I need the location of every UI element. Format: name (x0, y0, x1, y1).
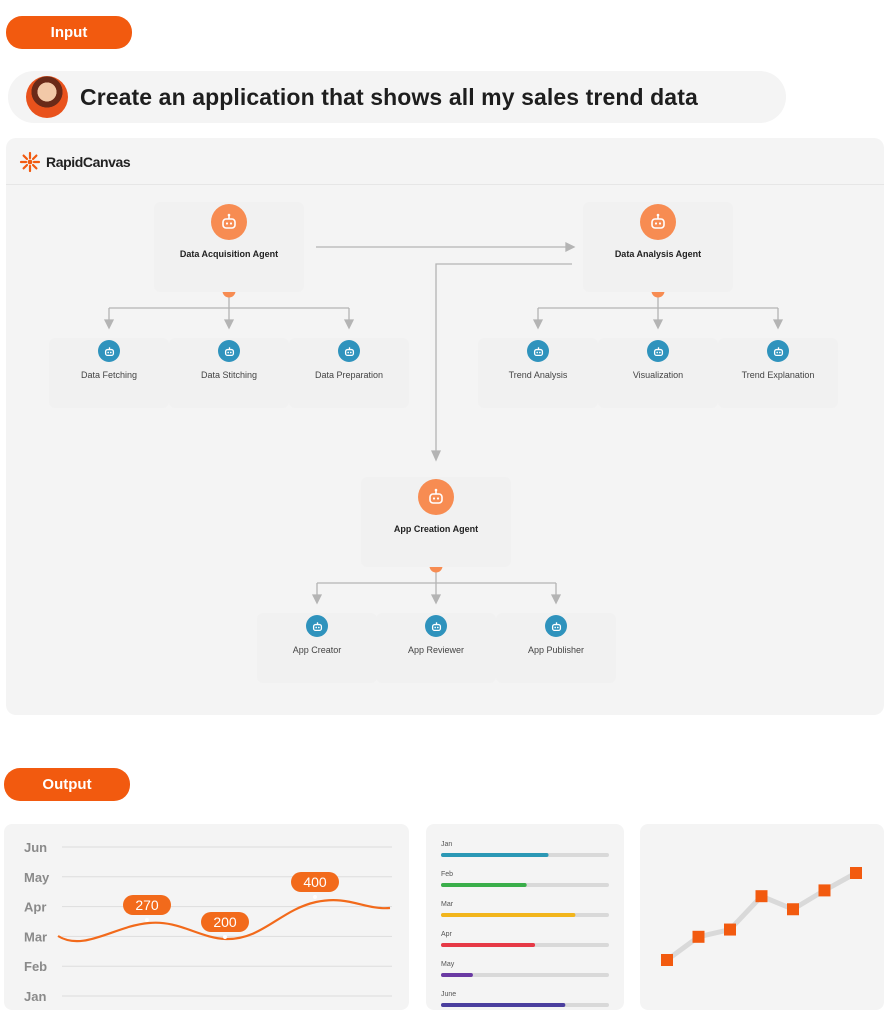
trend-marker-chart (661, 867, 862, 966)
sales-line-chart: Jan Feb Mar Apr May Jun 270 200 400 (24, 840, 392, 1004)
bar-label: June (441, 991, 456, 998)
data-point (850, 867, 862, 879)
sub-agent-label: Trend Analysis (508, 370, 568, 380)
sub-agent-label: Data Fetching (80, 370, 138, 380)
agent-node-data-analysis[interactable]: Data Analysis Agent (583, 202, 733, 292)
sub-agent-label: Trend Explanation (741, 370, 815, 380)
data-label-bg (123, 895, 171, 915)
data-point (818, 884, 831, 897)
y-tick-label: Mar (24, 929, 47, 944)
y-tick-label: Feb (24, 959, 47, 974)
robot-icon (98, 340, 120, 362)
brand: RapidCanvas (18, 150, 131, 174)
data-point (661, 954, 673, 966)
canvas-header: RapidCanvas (6, 138, 884, 185)
data-label: 200 (213, 914, 237, 930)
robot-icon (338, 340, 360, 362)
robot-icon (527, 340, 549, 362)
input-label: Input (50, 24, 88, 41)
data-label-bg (291, 872, 339, 892)
sub-agent-label: App Publisher (527, 645, 585, 655)
sub-agent-app-publisher[interactable]: App Publisher (496, 613, 616, 683)
rapidcanvas-logo-icon (19, 151, 41, 173)
data-point (692, 930, 705, 943)
user-avatar (26, 76, 68, 118)
bar (441, 973, 473, 977)
bar (441, 883, 527, 887)
bar-label: May (441, 961, 455, 968)
data-label-bg (201, 912, 249, 932)
sub-agent-trend-analysis[interactable]: Trend Analysis (478, 338, 598, 408)
sub-agent-label: App Reviewer (407, 645, 465, 655)
bar (441, 943, 536, 947)
series-line (57, 899, 391, 943)
bar-label: Feb (441, 871, 453, 878)
robot-icon (640, 204, 676, 240)
sub-agent-visualization[interactable]: Visualization (598, 338, 718, 408)
sub-agent-data-stitching[interactable]: Data Stitching (169, 338, 289, 408)
sub-agent-label: Data Preparation (314, 370, 384, 380)
y-tick-label: May (24, 870, 50, 885)
sub-agent-trend-explanation[interactable]: Trend Explanation (718, 338, 838, 408)
input-badge: Input (6, 16, 132, 49)
bar (441, 853, 549, 857)
robot-icon (767, 340, 789, 362)
sub-agent-app-reviewer[interactable]: App Reviewer (376, 613, 496, 683)
data-label: 400 (303, 874, 327, 890)
robot-icon (211, 204, 247, 240)
output-label: Output (42, 776, 92, 793)
brand-name: RapidCanvas (46, 154, 131, 170)
bar-label: Jan (441, 841, 452, 848)
prompt-text: Create an application that shows all my … (80, 83, 698, 110)
sub-agent-app-creator[interactable]: App Creator (257, 613, 377, 683)
agent-node-data-acquisition[interactable]: Data Acquisition Agent (154, 202, 304, 292)
data-point (755, 890, 768, 903)
robot-icon (306, 615, 328, 637)
sub-agent-label: Visualization (632, 370, 684, 380)
data-point (223, 935, 227, 939)
sub-agent-data-fetching[interactable]: Data Fetching (49, 338, 169, 408)
bar-label: Mar (441, 901, 454, 908)
agent-node-app-creation[interactable]: App Creation Agent (361, 477, 511, 567)
y-tick-label: Jan (24, 989, 46, 1004)
robot-icon (418, 479, 454, 515)
y-tick-label: Jun (24, 840, 47, 855)
data-label: 270 (135, 897, 159, 913)
bar-track (441, 973, 609, 977)
output-line-chart-card: Jan Feb Mar Apr May Jun 270 200 400 (4, 824, 409, 1010)
y-tick-label: Apr (24, 900, 46, 915)
agent-label: App Creation Agent (393, 524, 479, 534)
data-point (724, 923, 736, 936)
sub-agent-label: App Creator (292, 645, 342, 655)
output-trend-chart-card (640, 824, 884, 1010)
agent-label: Data Acquisition Agent (179, 249, 279, 259)
data-point (313, 895, 317, 899)
bar (441, 913, 576, 917)
agent-label: Data Analysis Agent (614, 249, 702, 259)
robot-icon (545, 615, 567, 637)
robot-icon (218, 340, 240, 362)
bar-label: Apr (441, 931, 453, 938)
sub-agent-data-preparation[interactable]: Data Preparation (289, 338, 409, 408)
data-point (145, 918, 149, 922)
output-badge: Output (4, 768, 130, 801)
sub-agent-label: Data Stitching (200, 370, 258, 380)
agent-canvas: RapidCanvas (6, 138, 884, 715)
flow-edges (103, 241, 784, 605)
robot-icon (647, 340, 669, 362)
prompt-bubble: Create an application that shows all my … (8, 71, 786, 123)
robot-icon (425, 615, 447, 637)
bar (441, 1003, 566, 1007)
data-point (787, 903, 799, 916)
